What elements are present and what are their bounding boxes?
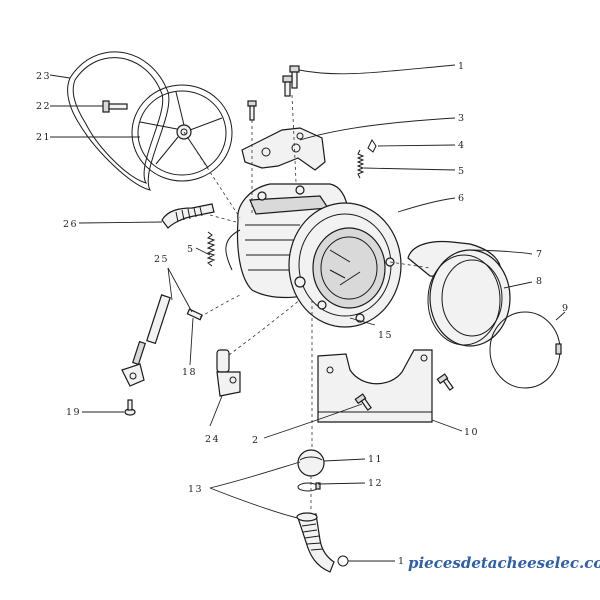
label-5-right: 5: [458, 166, 466, 177]
screw-top-pair: [282, 65, 300, 97]
front-clamp-ring: [427, 254, 501, 346]
drum-pulley: [131, 84, 233, 182]
label-10: 10: [464, 427, 479, 438]
hose-clamp: [297, 482, 321, 492]
label-1-bottom: 1: [398, 556, 406, 567]
label-6: 6: [458, 193, 466, 204]
label-3: 3: [458, 113, 466, 124]
guide-lines: [183, 94, 431, 510]
label-19: 19: [66, 407, 81, 418]
connecting-hose: [161, 203, 215, 229]
shock-pin: [186, 308, 203, 321]
drive-belt: [67, 51, 170, 191]
lower-counterweight: [317, 349, 433, 423]
label-4: 4: [458, 140, 466, 151]
label-11: 11: [368, 454, 383, 465]
label-26: 26: [63, 219, 78, 230]
label-9: 9: [562, 303, 570, 314]
label-2: 2: [252, 435, 260, 446]
drain-hose: [296, 512, 349, 573]
label-7: 7: [536, 249, 544, 260]
label-1: 1: [458, 61, 466, 72]
door-clamp: [489, 311, 562, 389]
drain-ball: [297, 449, 325, 477]
small-clip: [367, 139, 377, 153]
door-seal: [407, 240, 511, 347]
suspension-spring-left: [206, 231, 216, 267]
label-12: 12: [368, 478, 383, 489]
website-watermark: piecesdetacheeselec.com: [408, 554, 600, 572]
label-18: 18: [182, 367, 197, 378]
pulley-bolt: [102, 100, 128, 113]
label-24: 24: [205, 434, 220, 445]
outer-tub: [225, 183, 402, 328]
label-23: 23: [36, 71, 51, 82]
label-8: 8: [536, 276, 544, 287]
screw-left: [247, 100, 257, 121]
foot-screw: [124, 399, 136, 416]
label-21: 21: [36, 132, 51, 143]
shock-absorber: [121, 294, 171, 387]
counterweight-screws: [354, 373, 454, 411]
top-bracket: [241, 127, 326, 171]
heater-gasket: [216, 349, 241, 397]
label-22: 22: [36, 101, 51, 112]
label-25: 25: [154, 254, 169, 265]
label-5-left: 5: [187, 244, 195, 255]
label-13: 13: [188, 484, 203, 495]
suspension-spring-right: [356, 149, 365, 179]
label-15: 15: [378, 330, 393, 341]
leader-lines: [49, 64, 566, 562]
callout-labels: 1 3 4 5 6 7 8 9 10 11 12 1 15 2 13 24 19…: [36, 61, 570, 567]
